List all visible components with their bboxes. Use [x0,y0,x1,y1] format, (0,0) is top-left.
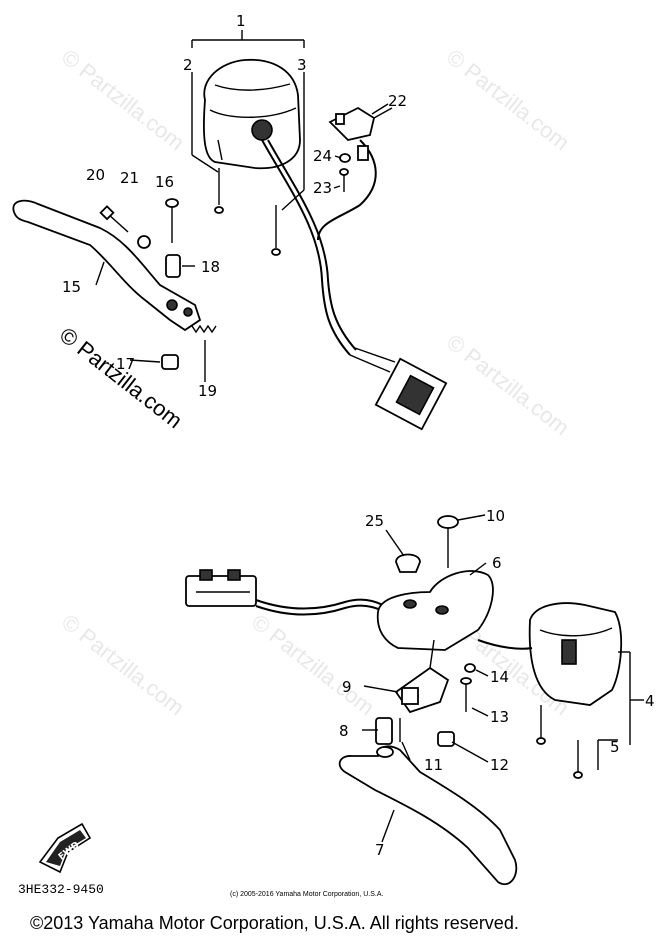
collar-8 [375,717,393,745]
watermark-text: © Partzilla.com [247,609,379,720]
brake-lever-15 [12,199,202,332]
nut-21 [137,235,151,249]
nut-17 [161,354,179,370]
callout-17: 17 [116,355,135,373]
callout-22: 22 [388,92,407,110]
screw-5b [573,740,583,779]
callout-5: 5 [610,738,620,756]
callout-16: 16 [155,173,174,191]
bolt-20 [99,205,129,233]
callout-18: 18 [201,258,220,276]
screw-2 [214,168,224,214]
spring-19 [191,324,217,334]
clutch-switch-22 [317,106,393,241]
connector-top [349,347,448,431]
screw-5a [536,705,546,745]
cap-25 [395,553,421,573]
callout-19: 19 [198,382,217,400]
switch-cable-top [261,139,351,356]
callout-21: 21 [120,169,139,187]
callout-14: 14 [490,668,509,686]
watermark-text: © Partzilla.com [57,609,189,720]
collar-18 [165,254,181,278]
watermark-text: © Partzilla.com [442,329,574,440]
connector-bottom [185,569,396,619]
callout-3: 3 [297,56,307,74]
footer-copyright: ©2013 Yamaha Motor Corporation, U.S.A. A… [30,913,519,933]
callout-12: 12 [490,756,509,774]
callout-8: 8 [339,722,349,740]
callout-6: 6 [492,554,502,572]
pivot-bolt-16 [165,198,179,243]
watermark-text-dark: © Partzilla.com [55,322,187,433]
bracket-1-2-3 [191,30,305,211]
callout-4: 4 [645,692,655,710]
callout-23: 23 [313,179,332,197]
master-cylinder-6 [376,570,494,651]
callout-25: 25 [365,512,384,530]
brake-lever-7 [338,745,518,885]
callout-1: 1 [236,12,246,30]
small-copyright: (c) 2005-2016 Yamaha Motor Corporation, … [230,891,383,898]
watermark-text: © Partzilla.com [442,44,574,155]
callout-13: 13 [490,708,509,726]
callout-11: 11 [424,756,443,774]
callout-20: 20 [86,166,105,184]
fwd-arrow: FWD [38,822,92,874]
handlebar-switch-left [202,59,301,170]
diagram-code: 3HE332-9450 [18,882,104,897]
washer-14 [464,663,476,673]
bolt-10 [437,515,459,568]
screw-3 [271,205,281,256]
callout-10: 10 [486,507,505,525]
nut-12 [437,731,455,747]
callouts: 1 2 3 4 5 6 7 8 9 10 11 12 13 14 15 16 1… [62,12,655,859]
switch-9 [394,639,450,714]
callout-24: 24 [313,147,332,165]
screw-23 [339,168,349,192]
callout-15: 15 [62,278,81,296]
callout-7: 7 [375,841,385,859]
leader-lines [95,103,489,843]
bolt-13 [460,677,472,712]
callout-2: 2 [183,56,193,74]
bracket-4-5 [597,651,644,770]
washer-24 [339,153,351,163]
watermark-text: © Partzilla.com [57,44,189,155]
callout-9: 9 [342,678,352,696]
handlebar-switch-right [477,602,623,706]
